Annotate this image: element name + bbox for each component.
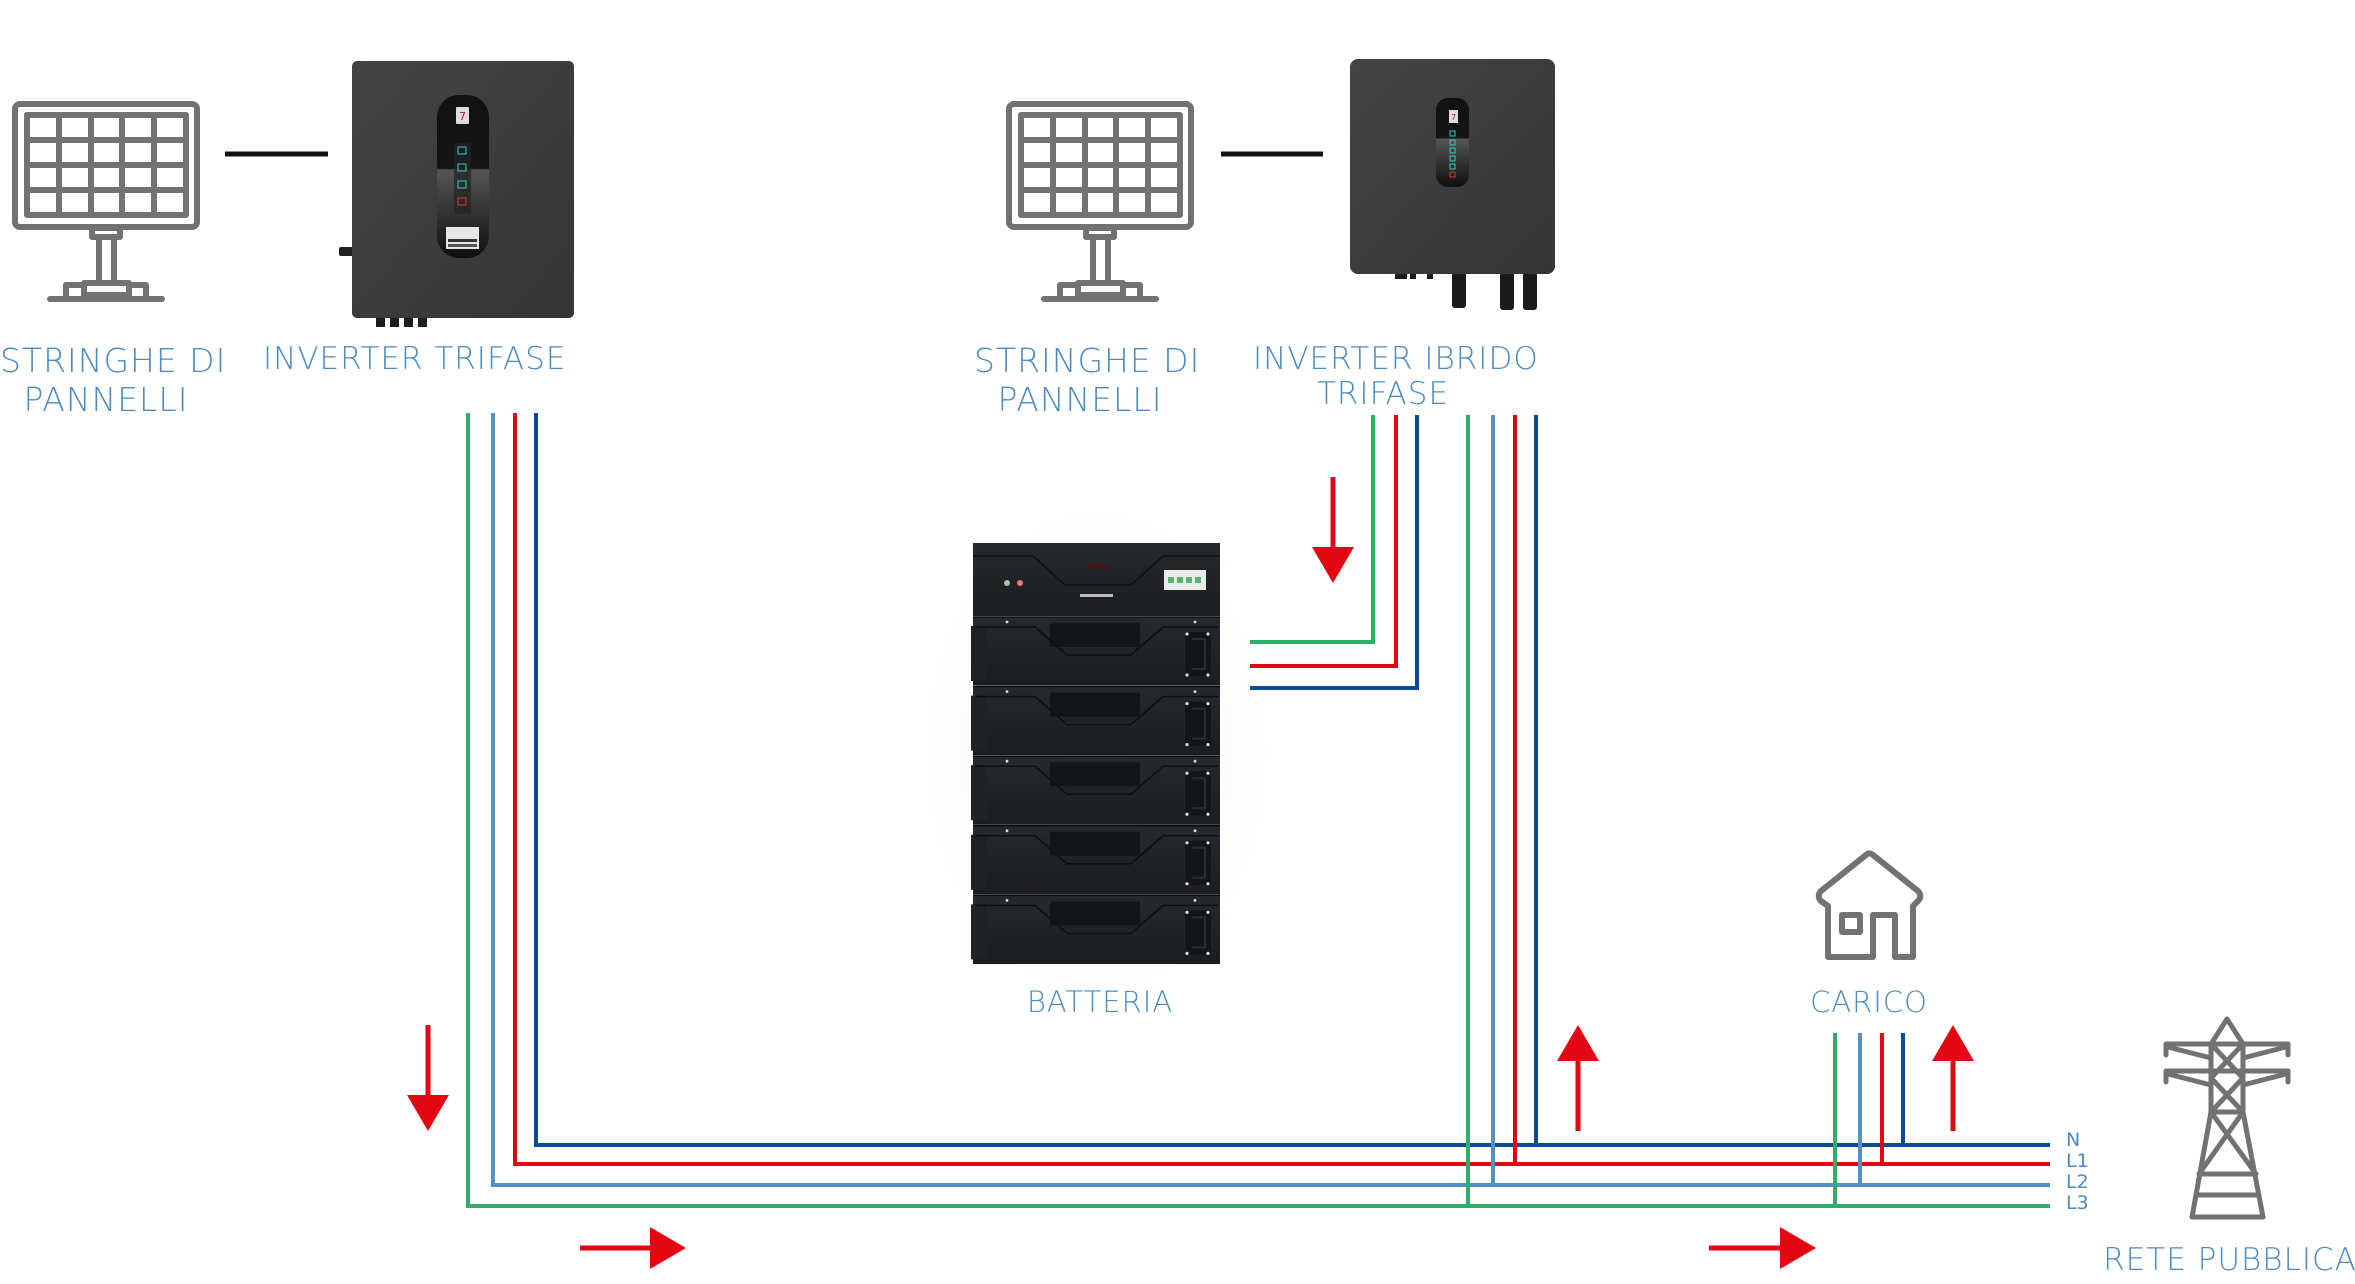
label-inverter-trifase: INVERTER TRIFASE <box>263 341 567 377</box>
label-inverter-ibrido-line1: INVERTER IBRIDO <box>1253 341 1539 377</box>
svg-text:7: 7 <box>1451 113 1456 122</box>
power-pylon-icon <box>2163 1016 2291 1220</box>
label-battery: BATTERIA <box>1026 985 1174 1019</box>
wire-l1-bus <box>513 413 2050 1166</box>
label-panels-1-line2: PANNELLI <box>23 380 189 419</box>
phase-label-l1: L1 <box>2066 1150 2089 1172</box>
label-panels-2: STRINGHE DI PANNELLI <box>974 341 1201 419</box>
battery-module <box>971 894 1220 964</box>
battery-rack <box>927 513 1267 993</box>
hybrid-inverter: 7 <box>1350 59 1555 310</box>
flow-arrows <box>407 477 1974 1269</box>
three-phase-inverter: 7 <box>339 61 574 327</box>
solar-panel-icon <box>12 101 200 302</box>
battery-module <box>971 825 1220 895</box>
label-inverter-ibrido-line2: TRIFASE <box>1316 376 1450 412</box>
label-inverter-ibrido: INVERTER IBRIDO TRIFASE <box>1253 341 1539 412</box>
battery-module <box>971 616 1220 686</box>
arrow-bus-right-2-icon <box>1709 1227 1816 1269</box>
arrow-head <box>407 1095 449 1131</box>
phase-label-l3: L3 <box>2066 1192 2089 1214</box>
arrow-battery-charge-down-icon <box>1312 477 1354 583</box>
label-panels-1: STRINGHE DI PANNELLI <box>0 341 227 419</box>
arrow-bus-right-1-icon <box>580 1227 686 1269</box>
phase-label-l2: L2 <box>2066 1171 2089 1193</box>
wire-l3-bus <box>466 413 2050 1208</box>
label-panels-2-line2: PANNELLI <box>997 380 1163 419</box>
arrow-head <box>1932 1025 1974 1061</box>
label-panels-1-line1: STRINGHE DI <box>0 341 227 380</box>
svg-text:7: 7 <box>459 110 466 123</box>
house-icon <box>1815 850 1924 960</box>
arrow-head <box>1780 1227 1816 1269</box>
wire-battery-3 <box>1250 415 1419 690</box>
arrow-head <box>650 1227 686 1269</box>
battery-module <box>971 755 1220 825</box>
wire-l2-bus <box>491 413 2050 1187</box>
arrow-head <box>1557 1025 1599 1061</box>
arrow-inverter-trifase-down-icon <box>407 1025 449 1131</box>
wire-battery-1 <box>1250 415 1375 644</box>
label-load: CARICO <box>1810 985 1928 1019</box>
arrow-head <box>1312 547 1354 583</box>
solar-panel-icon <box>1006 101 1194 302</box>
battery-module <box>971 685 1220 756</box>
wire-battery-2 <box>1250 415 1398 668</box>
wire-n-bus <box>534 413 2050 1147</box>
arrow-load-up-icon <box>1932 1025 1974 1131</box>
label-panels-2-line1: STRINGHE DI <box>974 341 1201 380</box>
label-grid: RETE PUBBLICA <box>2103 1242 2355 1278</box>
wiring <box>466 413 2050 1208</box>
arrow-hybrid-up-icon <box>1557 1025 1599 1131</box>
phase-label-n: N <box>2066 1129 2081 1151</box>
